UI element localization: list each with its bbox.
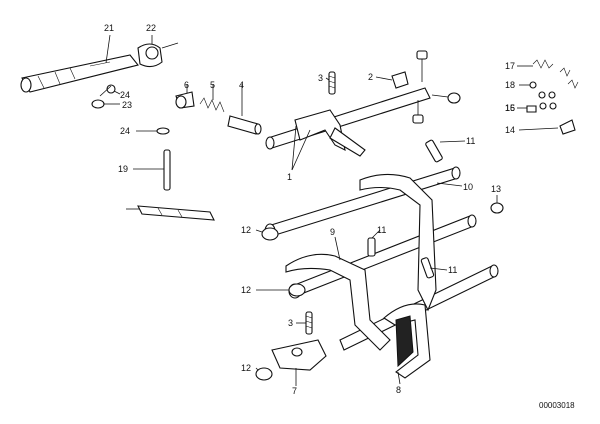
callout-11-right: 11 bbox=[448, 265, 457, 275]
callout-1: 1 bbox=[287, 172, 292, 182]
spacers-11 bbox=[367, 139, 466, 279]
callout-2: 2 bbox=[368, 72, 373, 82]
callout-12-top: 12 bbox=[241, 225, 251, 235]
detent-3-bottom bbox=[296, 311, 313, 335]
bush-12 bbox=[255, 227, 306, 381]
selector-shaft-1 bbox=[265, 87, 431, 171]
cap-6 bbox=[175, 84, 195, 109]
callout-8: 8 bbox=[396, 385, 401, 395]
callout-12-mid: 12 bbox=[241, 285, 251, 295]
bracket-2 bbox=[375, 71, 409, 89]
callout-3: 3 bbox=[318, 73, 323, 83]
callout-16: 16 bbox=[505, 103, 515, 113]
plate-16 bbox=[126, 205, 215, 221]
pin-19 bbox=[133, 149, 171, 191]
callout-24-mid: 24 bbox=[120, 126, 130, 136]
callout-3-bottom: 3 bbox=[288, 318, 293, 328]
callout-24: 24 bbox=[120, 90, 130, 100]
fork-middle bbox=[285, 253, 391, 351]
selector-head-22 bbox=[137, 42, 179, 68]
callout-5: 5 bbox=[210, 80, 215, 90]
callout-21: 21 bbox=[104, 23, 114, 33]
diagram-reference-number: 00003018 bbox=[539, 401, 575, 410]
callout-23: 23 bbox=[122, 100, 132, 110]
fork-upper bbox=[359, 173, 437, 312]
callout-11-mid: 11 bbox=[377, 225, 386, 235]
spring-5 bbox=[199, 84, 225, 113]
clip-23 bbox=[91, 99, 120, 109]
callout-22: 22 bbox=[146, 23, 156, 33]
callout-14: 14 bbox=[505, 125, 515, 135]
pin-24-top bbox=[106, 84, 121, 95]
callout-19: 19 bbox=[118, 164, 128, 174]
shift-lug-7 bbox=[271, 339, 327, 386]
top-bolts bbox=[412, 50, 461, 124]
callout-6: 6 bbox=[184, 80, 189, 90]
callout-17: 17 bbox=[505, 61, 515, 71]
small-parts-right bbox=[517, 59, 579, 135]
callout-11-top: 11 bbox=[466, 136, 475, 146]
callout-10: 10 bbox=[463, 182, 473, 192]
callout-4: 4 bbox=[239, 80, 244, 90]
callout-9: 9 bbox=[330, 227, 335, 237]
detent-3-top bbox=[325, 71, 336, 95]
ring-24-mid bbox=[136, 127, 170, 135]
plunger-4 bbox=[227, 84, 262, 135]
callout-13: 13 bbox=[491, 184, 501, 194]
fork-lower bbox=[383, 303, 431, 379]
callout-12-bottom: 12 bbox=[241, 363, 251, 373]
callout-18: 18 bbox=[505, 80, 515, 90]
shift-rod-21 bbox=[20, 54, 139, 93]
cap-13 bbox=[490, 195, 504, 214]
callout-15: 15 bbox=[505, 103, 515, 113]
callout-7: 7 bbox=[292, 386, 297, 396]
